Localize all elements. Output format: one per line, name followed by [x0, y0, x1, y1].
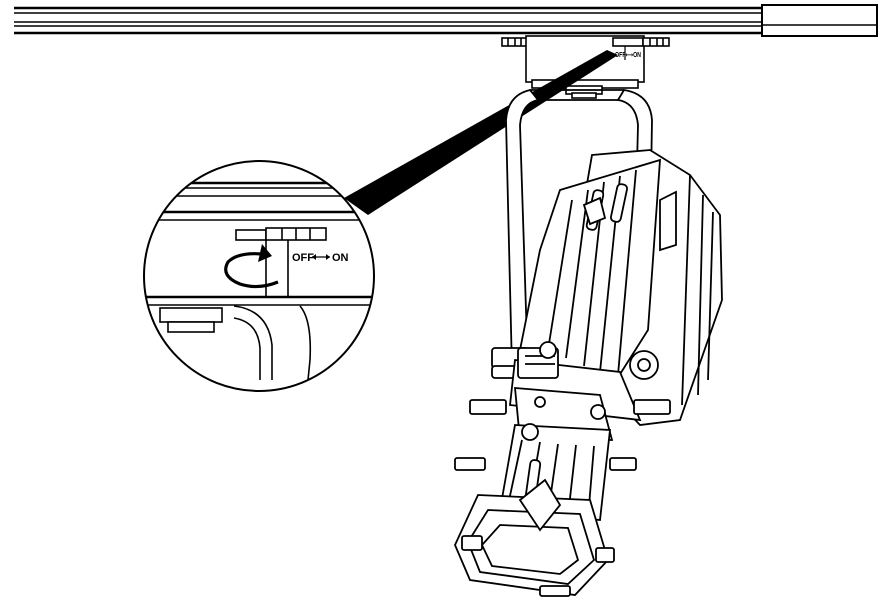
spotlight-body: [454, 149, 723, 597]
rotate-arrow-icon: [224, 244, 279, 289]
switch-label-small: OFF⟷ON: [615, 52, 641, 59]
detail-magnifier: OFF ON: [143, 160, 375, 392]
switch-label-off: OFF: [292, 252, 314, 264]
track-rail: [14, 4, 878, 37]
switch-label-on: ON: [332, 252, 349, 264]
magnify-beam: [344, 50, 618, 215]
